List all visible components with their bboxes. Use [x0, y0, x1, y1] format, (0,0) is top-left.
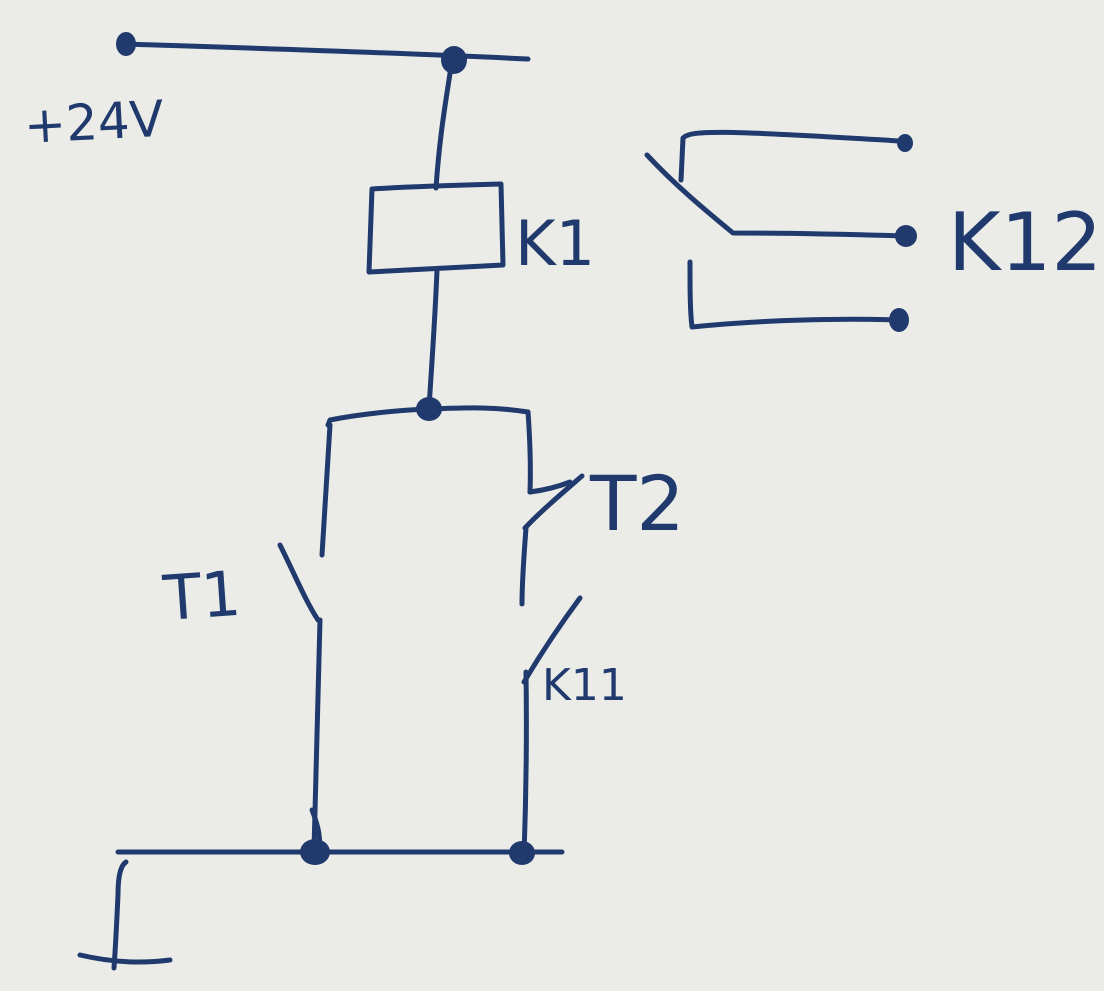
label-k12: K12 — [948, 196, 1102, 289]
changeover-k12-bottom — [687, 259, 903, 330]
holding-contact-k11 — [521, 595, 583, 685]
pushbutton-t2-blade — [522, 473, 585, 531]
node-ground-right — [509, 841, 535, 865]
wire-t2-to-k11 — [519, 525, 529, 607]
node-supply — [116, 32, 136, 56]
relay-coil-k1 — [366, 181, 506, 275]
terminal-k12-mid — [895, 225, 917, 247]
wire-left-branch — [319, 422, 333, 558]
wire-k11-to-ground — [521, 669, 529, 858]
node-ground-left — [300, 839, 330, 865]
wire-right-branch — [525, 409, 533, 495]
label-t2: T2 — [589, 459, 685, 548]
supply-rail — [122, 41, 531, 62]
label-t1: T1 — [160, 557, 243, 635]
node-branch — [416, 397, 442, 421]
label-k11: K11 — [542, 660, 627, 711]
pushbutton-t2-contact — [527, 479, 573, 495]
label-coil-k1: K1 — [515, 207, 595, 280]
ground-symbol-icon — [111, 859, 129, 971]
node-top — [441, 46, 467, 74]
changeover-k12-top — [678, 129, 903, 183]
changeover-k12-blade — [644, 152, 908, 239]
label-supply: +24V — [23, 90, 166, 155]
pushbutton-t1-contact — [277, 542, 321, 623]
ground-symbol-bar — [77, 952, 173, 965]
wire-coil-to-node — [426, 267, 440, 411]
terminal-k12-bottom — [889, 308, 909, 332]
terminal-k12-top — [897, 134, 913, 152]
